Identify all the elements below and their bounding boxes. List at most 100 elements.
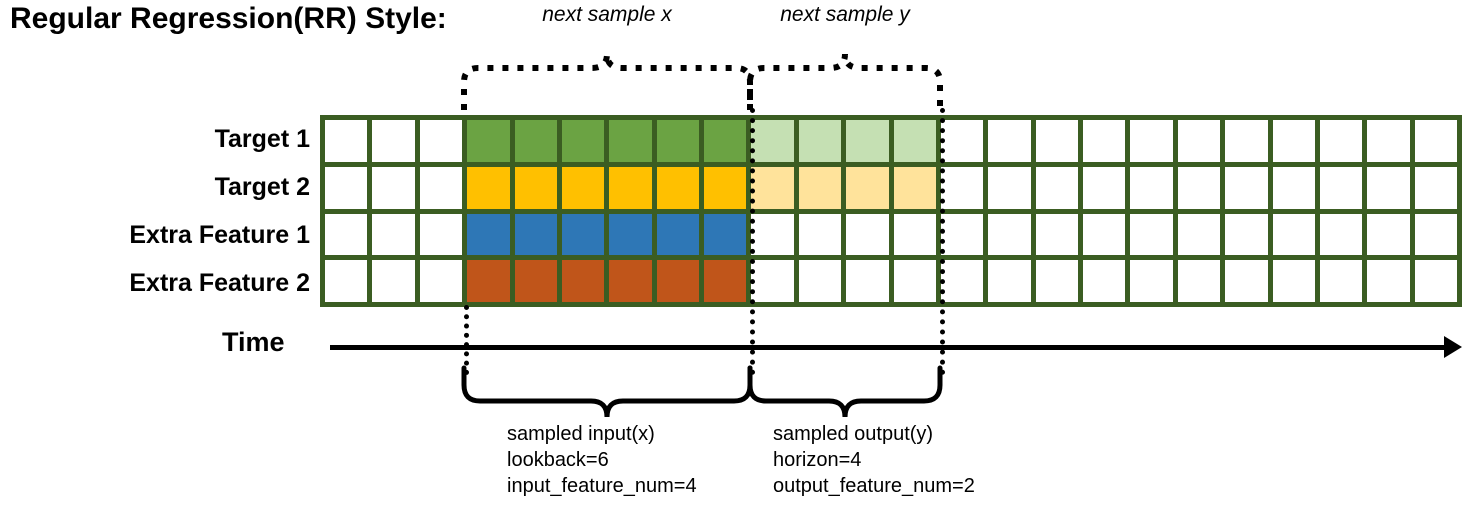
grid-cell-r2-c23 <box>1367 166 1410 209</box>
caption-sampled-output-line-1: sampled output(y) <box>773 423 934 445</box>
grid-cell-r3-c5 <box>514 213 557 256</box>
guide-line-input-end <box>750 108 755 375</box>
grid-cell-r1-c12 <box>846 120 889 162</box>
caption-sampled-output-line-3: output_feature_num=2 <box>773 475 975 497</box>
grid-cell-r4-c13 <box>893 260 936 302</box>
row-label-target-1: Target 1 <box>214 125 310 153</box>
grid-cell-r2-c14 <box>940 166 984 209</box>
grid-cell-r1-c8 <box>656 120 699 162</box>
grid-cell-r2-c10 <box>751 166 794 209</box>
grid-cell-r3-c9 <box>704 213 747 256</box>
grid-cell-r4-c24 <box>1414 260 1457 302</box>
grid-cell-r3-c17 <box>1083 213 1126 256</box>
grid-cell-r1-c22 <box>1319 120 1363 162</box>
grid-cell-r1-c17 <box>1083 120 1126 162</box>
grid-cell-r1-c6 <box>561 120 605 162</box>
grid-cell-r3-c18 <box>1130 213 1173 256</box>
brace-next-sample-y <box>747 53 943 110</box>
grid-cell-r1-c2 <box>372 120 415 162</box>
grid-cell-r2-c19 <box>1177 166 1221 209</box>
grid-cell-r4-c10 <box>751 260 794 302</box>
grid-cell-r4-c11 <box>798 260 842 302</box>
grid-cell-r1-c19 <box>1177 120 1221 162</box>
grid-cell-r4-c17 <box>1083 260 1126 302</box>
grid-cell-r4-c4 <box>467 260 510 302</box>
grid-cell-r4-c8 <box>656 260 699 302</box>
grid-cell-r4-c12 <box>846 260 889 302</box>
time-axis-arrow-icon <box>1444 336 1462 358</box>
timeline-grid <box>320 115 1462 307</box>
grid-cell-r4-c9 <box>704 260 747 302</box>
grid-cell-r4-c2 <box>372 260 415 302</box>
caption-sampled-input-line-3: input_feature_num=4 <box>507 475 697 497</box>
brace-sampled-output <box>747 365 943 418</box>
grid-cell-r1-c3 <box>419 120 463 162</box>
grid-cell-r3-c20 <box>1225 213 1268 256</box>
grid-cell-r4-c5 <box>514 260 557 302</box>
grid-cell-r4-c23 <box>1367 260 1410 302</box>
grid-cell-r1-c13 <box>893 120 936 162</box>
grid-cell-r2-c11 <box>798 166 842 209</box>
grid-cell-r2-c16 <box>1035 166 1078 209</box>
grid-cell-r4-c21 <box>1272 260 1315 302</box>
grid-cell-r1-c10 <box>751 120 794 162</box>
time-axis-line <box>330 345 1446 350</box>
grid-cell-r4-c22 <box>1319 260 1363 302</box>
row-label-column: Target 1 Target 2 Extra Feature 1 Extra … <box>10 115 310 307</box>
row-label-extra-feature-1: Extra Feature 1 <box>129 221 310 249</box>
caption-sampled-input-line-1: sampled input(x) <box>507 423 655 445</box>
grid-cell-r1-c24 <box>1414 120 1457 162</box>
grid-cell-r4-c20 <box>1225 260 1268 302</box>
grid-cell-r3-c14 <box>940 213 984 256</box>
grid-cell-r3-c13 <box>893 213 936 256</box>
grid-cell-r2-c12 <box>846 166 889 209</box>
grid-cell-r1-c20 <box>1225 120 1268 162</box>
grid-cell-r2-c7 <box>609 166 652 209</box>
grid-cell-r4-c19 <box>1177 260 1221 302</box>
grid-cell-r1-c9 <box>704 120 747 162</box>
grid-cell-r1-c16 <box>1035 120 1078 162</box>
grid-cell-r1-c4 <box>467 120 510 162</box>
grid-cell-r3-c4 <box>467 213 510 256</box>
caption-next-sample-y: next sample y <box>780 3 910 26</box>
guide-line-output-end <box>940 108 945 375</box>
grid-cell-r2-c17 <box>1083 166 1126 209</box>
grid-cell-r1-c1 <box>325 120 368 162</box>
grid-cell-r4-c14 <box>940 260 984 302</box>
grid-cell-r1-c11 <box>798 120 842 162</box>
grid-cell-r3-c19 <box>1177 213 1221 256</box>
grid-cell-r4-c1 <box>325 260 368 302</box>
grid-cell-r4-c15 <box>988 260 1031 302</box>
time-axis-label: Time <box>222 327 285 357</box>
grid-cell-r2-c13 <box>893 166 936 209</box>
grid-cell-r2-c4 <box>467 166 510 209</box>
grid-cell-r3-c10 <box>751 213 794 256</box>
grid-cell-r2-c5 <box>514 166 557 209</box>
grid-cell-r2-c20 <box>1225 166 1268 209</box>
guide-line-input-start <box>464 305 469 375</box>
grid-cell-r1-c21 <box>1272 120 1315 162</box>
grid-cell-r4-c3 <box>419 260 463 302</box>
grid-cell-r3-c24 <box>1414 213 1457 256</box>
brace-sampled-input <box>461 365 753 418</box>
grid-cell-r3-c1 <box>325 213 368 256</box>
grid-cell-r4-c6 <box>561 260 605 302</box>
row-label-extra-feature-2: Extra Feature 2 <box>129 269 310 297</box>
grid-cell-r1-c23 <box>1367 120 1410 162</box>
grid-cell-r1-c14 <box>940 120 984 162</box>
page-title: Regular Regression(RR) Style: <box>10 2 447 35</box>
grid-cell-r3-c16 <box>1035 213 1078 256</box>
grid-cell-r1-c7 <box>609 120 652 162</box>
grid-cell-r1-c15 <box>988 120 1031 162</box>
caption-sampled-output: sampled output(y) horizon=4 output_featu… <box>773 421 975 499</box>
grid-cell-r3-c21 <box>1272 213 1315 256</box>
caption-sampled-input-line-2: lookback=6 <box>507 449 609 471</box>
caption-sampled-output-line-2: horizon=4 <box>773 449 862 471</box>
row-label-target-2: Target 2 <box>214 173 310 201</box>
grid-cell-r2-c2 <box>372 166 415 209</box>
caption-next-sample-x: next sample x <box>542 3 672 26</box>
grid-cell-r2-c22 <box>1319 166 1363 209</box>
brace-next-sample-x <box>461 53 753 110</box>
grid-cell-r4-c18 <box>1130 260 1173 302</box>
grid-cell-r2-c6 <box>561 166 605 209</box>
